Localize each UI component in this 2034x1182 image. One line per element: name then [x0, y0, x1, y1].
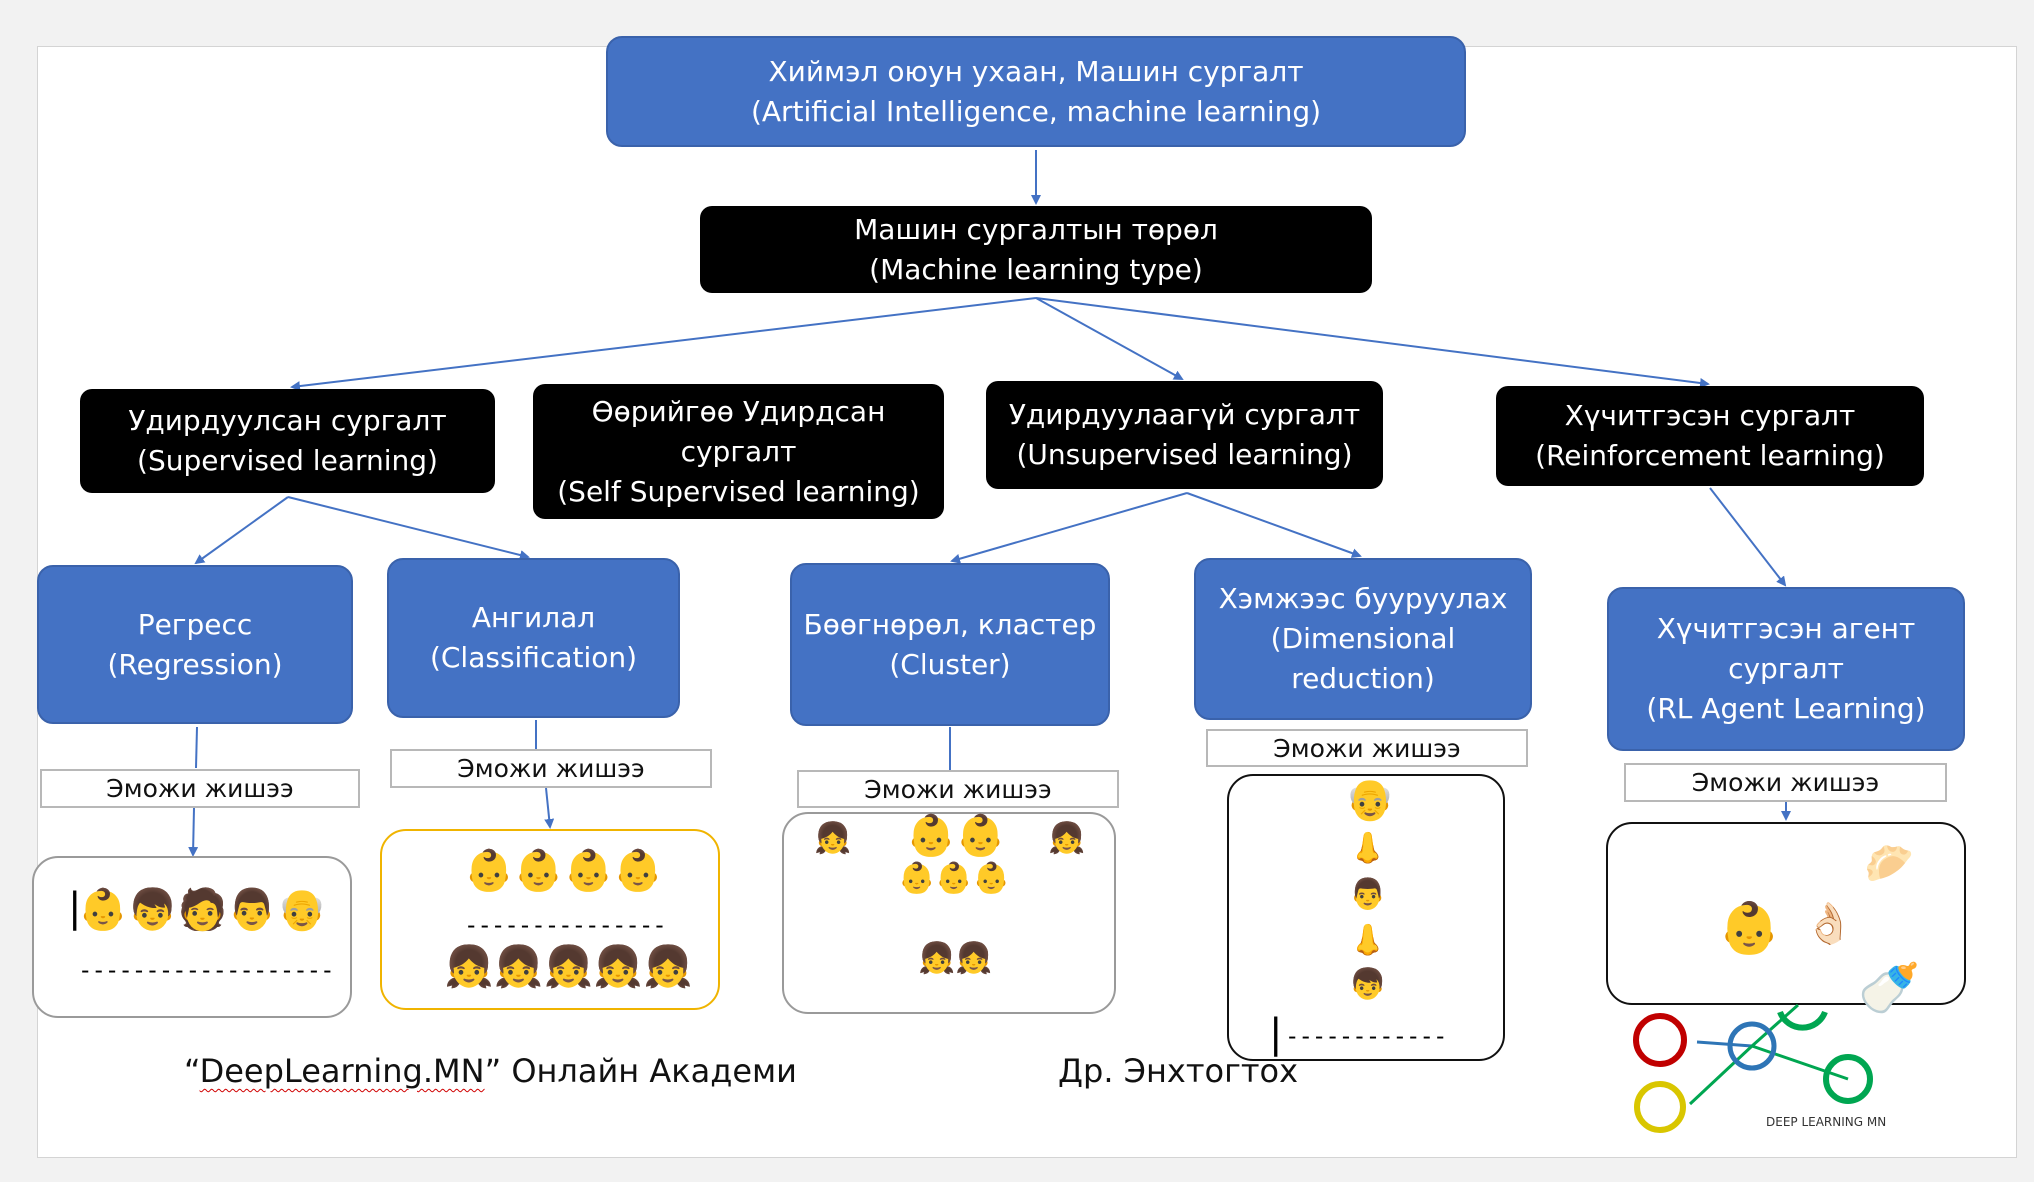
unsupervised-title: Удирдуулаагүй сургалт [1008, 398, 1361, 431]
regression-node: Регресс (Regression) [37, 565, 353, 724]
academy-name: DeepLearning.MN [199, 1052, 485, 1090]
baby-emoji: 👶 [1718, 899, 1781, 957]
academy-open-quote: “ [184, 1052, 200, 1090]
academy-rest: ” Онлайн Академи [484, 1052, 797, 1090]
regression-dash-line: ------------------- [78, 956, 335, 984]
logo-green-node [1823, 1054, 1873, 1104]
self-supervised-subtitle: (Self Supervised learning) [557, 474, 920, 508]
rl-agent-title-2: сургалт [1728, 652, 1844, 685]
dimred-emoji-4: 👃 [1349, 923, 1387, 958]
cluster-center-top: 👶👶 [906, 813, 1006, 859]
cluster-title: Бөөгнөрөл, кластер [803, 607, 1097, 641]
emoji-label-rl: Эможи жишээ [1624, 763, 1947, 802]
rl-agent-title: Хүчитгэсэн агент [1656, 612, 1916, 645]
classification-example-panel: 👶👶👶👶 --------------- 👧👧👧👧👧 [380, 829, 720, 1010]
dimred-emoji-1: 👴 [1345, 777, 1395, 823]
ml-type-subtitle: (Machine learning type) [869, 252, 1203, 286]
regression-emoji-row: 👶👦🧑👨👴 [78, 887, 328, 933]
dimred-emoji-5: 👦 [1349, 967, 1387, 1002]
author-footer: Др. Энхтогтох [1058, 1052, 1299, 1090]
reinforcement-title: Хүчитгэсэн сургалт [1564, 399, 1856, 432]
root-node-ai-ml: Хиймэл оюун ухаан, Машин сургалт (Artifi… [606, 36, 1466, 147]
dimred-subtitle: (Dimensional [1270, 622, 1456, 655]
academy-footer: “DeepLearning.MN” Онлайн Академи [184, 1052, 797, 1090]
logo-blue-node [1727, 1021, 1777, 1071]
cluster-example-panel: 👧 👶👶 👧 👶👶👶 👧👧 [782, 812, 1116, 1014]
logo-yellow-node [1634, 1081, 1686, 1133]
unsupervised-node: Удирдуулаагүй сургалт (Unsupervised lear… [986, 381, 1383, 489]
regression-cursor: | [68, 885, 82, 931]
dimred-emoji-3: 👨 [1349, 877, 1387, 912]
classification-top-row: 👶👶👶👶 [464, 848, 664, 894]
dimred-subtitle-2: reduction) [1291, 662, 1435, 695]
ok-hand-emoji: 👌🏻 [1804, 901, 1854, 947]
cluster-node: Бөөгнөрөл, кластер (Cluster) [790, 563, 1110, 726]
root-subtitle: (Artificial Intelligence, machine learni… [750, 94, 1322, 128]
supervised-node: Удирдуулсан сургалт (Supervised learning… [80, 389, 495, 493]
cluster-bottom: 👧👧 [918, 941, 993, 976]
cluster-right-emoji: 👧 [1048, 821, 1086, 856]
root-title: Хиймэл оюун ухаан, Машин сургалт [768, 54, 1304, 88]
dimred-title: Хэмжээс бууруулах [1218, 582, 1508, 615]
ml-type-title: Машин сургалтын төрөл [854, 212, 1218, 246]
supervised-title: Удирдуулсан сургалт [128, 404, 447, 437]
logo-red-node [1633, 1013, 1687, 1067]
regression-subtitle: (Regression) [107, 647, 283, 681]
regression-title: Регресс [137, 607, 253, 641]
emoji-label-regression: Эможи жишээ [40, 769, 360, 808]
cluster-center-mid: 👶👶👶 [898, 861, 1011, 896]
rl-example-panel: 🥟 👶 👌🏻 [1606, 822, 1966, 1005]
dimred-dash-line: ------------ [1285, 1022, 1447, 1050]
dimred-node: Хэмжээс бууруулах (Dimensional reduction… [1194, 558, 1532, 720]
cluster-left-emoji: 👧 [814, 821, 852, 856]
supervised-subtitle: (Supervised learning) [137, 444, 438, 477]
deeplearning-mn-logo [1633, 1003, 1873, 1133]
dumpling-emoji: 🥟 [1864, 841, 1914, 887]
classification-title: Ангилал [471, 601, 596, 634]
emoji-label-dimred: Эможи жишээ [1206, 729, 1528, 767]
cluster-subtitle: (Cluster) [889, 647, 1011, 681]
rl-agent-subtitle: (RL Agent Learning) [1646, 692, 1926, 725]
ml-type-node: Машин сургалтын төрөл (Machine learning … [700, 206, 1372, 293]
reinforcement-node: Хүчитгэсэн сургалт (Reinforcement learni… [1496, 386, 1924, 486]
classification-subtitle: (Classification) [429, 641, 638, 674]
classification-bottom-row: 👧👧👧👧👧 [444, 944, 694, 990]
unsupervised-subtitle: (Unsupervised learning) [1016, 438, 1353, 471]
self-supervised-node: Өөрийгөө Удирдсан сургалт (Self Supervis… [533, 384, 944, 519]
regression-example-panel: | 👶👦🧑👨👴 ------------------- [32, 856, 352, 1018]
logo-caption: DEEP LEARNING MN [1766, 1115, 1887, 1129]
reinforcement-subtitle: (Reinforcement learning) [1535, 439, 1885, 472]
dimred-example-panel: 👴 👃 👨 👃 👦 | ------------ [1227, 774, 1505, 1061]
logo-green-arc [1777, 1010, 1828, 1031]
emoji-label-classification: Эможи жишээ [390, 749, 712, 788]
classification-dash-line: --------------- [464, 911, 667, 939]
rl-agent-node: Хүчитгэсэн агент сургалт (RL Agent Learn… [1607, 587, 1965, 751]
self-supervised-title-2: сургалт [680, 434, 797, 468]
dimred-cursor: | [1269, 1011, 1283, 1057]
dimred-emoji-2: 👃 [1349, 831, 1387, 866]
self-supervised-title: Өөрийгөө Удирдсан [591, 394, 886, 428]
emoji-label-cluster: Эможи жишээ [797, 770, 1119, 808]
classification-node: Ангилал (Classification) [387, 558, 680, 718]
baby-bottle-emoji: 🍼 [1858, 959, 1921, 1017]
